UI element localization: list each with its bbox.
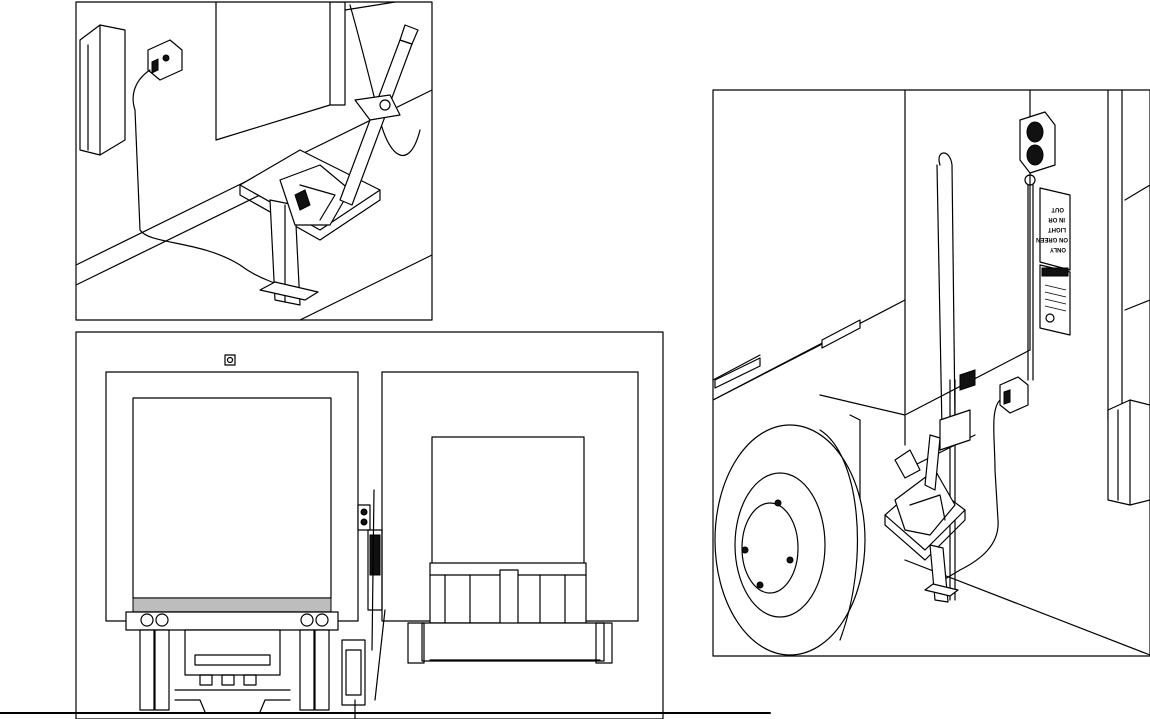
dock-bumper-iso — [1107, 399, 1150, 506]
dock-bumper — [79, 24, 126, 156]
panel-front-elevation — [0, 331, 771, 719]
signal-pole-iso — [936, 152, 976, 601]
sign-line-5: OUT — [1051, 206, 1064, 212]
traffic-light — [1019, 111, 1056, 381]
sign-line-1: ONLY — [1050, 246, 1066, 252]
sign-line-3: LIGHT — [1048, 226, 1066, 232]
panel-detail-wheel-restraint — [75, 1, 433, 321]
wheel-restraint-iso — [884, 434, 966, 603]
panel-isometric-view: ONLY ON GREEN LIGHT IN OR OUT — [712, 89, 1150, 657]
truck-rear — [125, 611, 339, 713]
sign-line-2: ON GREEN — [1036, 236, 1068, 242]
dock-leveler-front — [407, 562, 613, 664]
control-box-iso — [934, 376, 1029, 586]
sign-line-4: IN OR — [1048, 216, 1065, 222]
control-box — [147, 39, 183, 81]
truck-wheel — [714, 424, 866, 656]
warning-sign: ONLY ON GREEN LIGHT IN OR OUT — [1036, 187, 1071, 336]
signal-pole-front — [341, 489, 386, 719]
wheel-restraint — [239, 24, 419, 306]
